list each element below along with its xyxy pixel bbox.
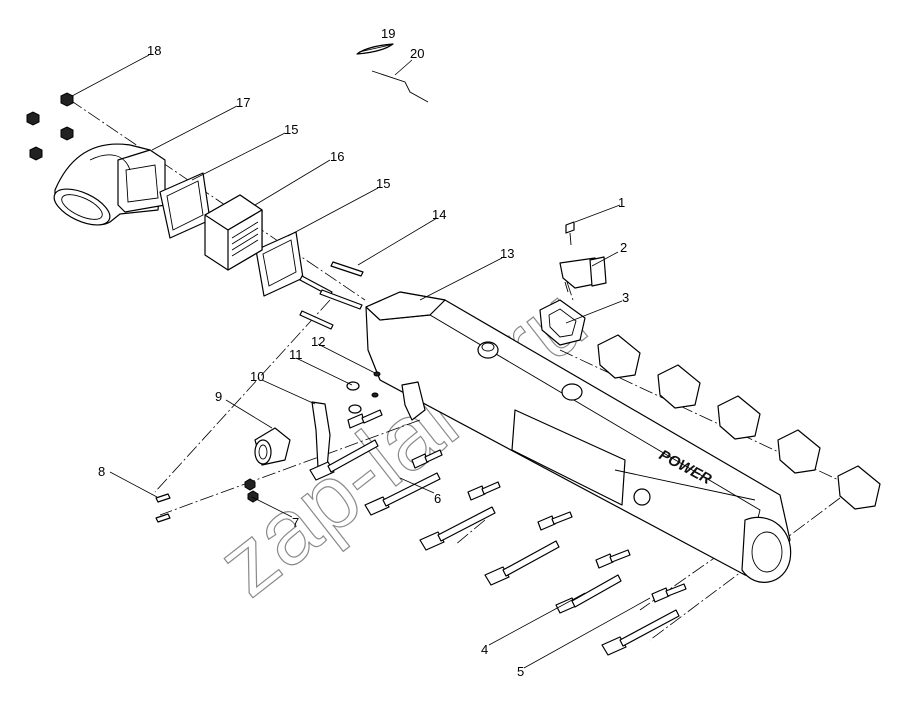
callout-1: 1 [618,195,625,210]
elbow-part-17 [53,143,166,226]
callout-12: 12 [311,334,325,349]
callout-11: 11 [289,347,303,362]
callout-20: 20 [410,46,424,61]
gasket-part-15-lower [255,231,304,297]
bracket-part-13a [401,381,426,421]
bolts-part-5 [601,583,687,656]
callout-19: 19 [381,26,395,41]
wire-part-20 [371,70,429,103]
bolts-part-4 [484,511,631,614]
callout-9: 9 [215,389,222,404]
callout-3: 3 [622,290,629,305]
leader-lines [71,44,651,669]
manifold-part-13: POWER [365,291,792,583]
callout-8: 8 [98,464,105,479]
callout-14: 14 [432,207,446,222]
callout-15-lower: 15 [376,176,390,191]
screw-part-1 [565,221,575,246]
port-gaskets-part-3 [539,299,881,510]
callout-10: 10 [250,369,264,384]
callout-labels: 1 2 3 4 5 6 7 8 9 10 11 12 13 14 15 15 1… [98,26,629,679]
callout-5: 5 [517,664,524,679]
callout-15-upper: 15 [284,122,298,137]
washers-part-11-12 [346,371,381,414]
bolts-part-6 [309,409,501,551]
callout-17: 17 [236,95,250,110]
connector-part-9 [254,427,291,466]
heater-part-16 [204,194,263,271]
gasket-part-15-upper [159,172,211,239]
fasteners-part-7-8 [155,478,259,523]
callout-13: 13 [500,246,514,261]
studs-part-14 [299,261,364,330]
callout-16: 16 [330,149,344,164]
callout-7: 7 [292,515,299,530]
callout-2: 2 [620,240,627,255]
callout-18: 18 [147,43,161,58]
nuts-part-18 [26,92,74,161]
callout-6: 6 [434,491,441,506]
callout-4: 4 [481,642,488,657]
